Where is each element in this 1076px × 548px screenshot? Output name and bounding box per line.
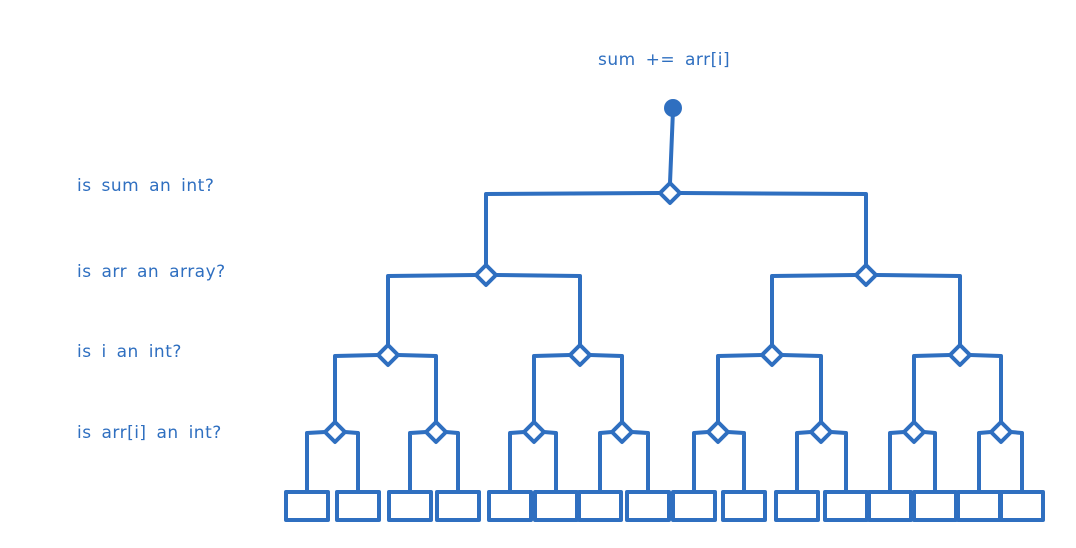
leaf-box (999, 490, 1045, 522)
decision-diamond (948, 343, 972, 367)
leaf-box (671, 490, 717, 522)
right-branch (968, 353, 1003, 424)
right-branch (630, 430, 650, 494)
decision-diamond (424, 420, 448, 444)
leaf-box (577, 490, 623, 522)
left-branch (598, 430, 614, 494)
leaf-box (823, 490, 869, 522)
left-branch (408, 430, 428, 494)
decision-diamond (760, 343, 784, 367)
leaf-box (867, 490, 913, 522)
decision-diamond (989, 420, 1013, 444)
left-branch (888, 430, 906, 494)
decision-diamond (809, 420, 833, 444)
decision-diamond (323, 420, 347, 444)
leaf-box (912, 490, 958, 522)
right-branch (396, 353, 438, 424)
level-1-question: is sum an int? (77, 176, 215, 196)
leaf-box (487, 490, 533, 522)
decision-diamond (568, 343, 592, 367)
decision-diamond (706, 420, 730, 444)
decision-diamond (854, 263, 878, 287)
left-branch (692, 430, 710, 494)
level-4-question: is arr[i] an int? (77, 423, 222, 443)
leaf-box (625, 490, 671, 522)
left-branch (977, 430, 993, 494)
decision-diamond (522, 420, 546, 444)
decision-diamond (474, 263, 498, 287)
left-branch (484, 191, 662, 267)
decision-diamond (376, 343, 400, 367)
right-branch (494, 273, 582, 347)
leaf-box (721, 490, 767, 522)
leaf-box (774, 490, 820, 522)
right-branch (542, 430, 558, 494)
decision-diamond (902, 420, 926, 444)
right-branch (678, 191, 868, 267)
decision-diamond (658, 181, 682, 205)
left-branch (912, 353, 952, 424)
left-branch (795, 430, 813, 494)
right-branch (444, 430, 460, 494)
left-branch (508, 430, 526, 494)
root-stem (668, 108, 675, 185)
root-expression: sum += arr[i] (598, 50, 731, 70)
leaf-box (435, 490, 481, 522)
left-branch (770, 273, 858, 347)
right-branch (343, 430, 360, 494)
left-branch (716, 353, 764, 424)
left-branch (305, 430, 327, 494)
leaf-box (956, 490, 1002, 522)
leaf-box (533, 490, 579, 522)
right-branch (922, 430, 937, 494)
decision-diamond (610, 420, 634, 444)
leaf-box (387, 490, 433, 522)
leaf-box (284, 490, 330, 522)
left-branch (333, 353, 380, 424)
left-branch (532, 353, 572, 424)
right-branch (780, 353, 823, 424)
level-2-question: is arr an array? (77, 262, 226, 282)
root-dot (664, 99, 682, 117)
right-branch (726, 430, 746, 494)
right-branch (588, 353, 624, 424)
right-branch (1009, 430, 1024, 494)
right-branch (874, 273, 962, 347)
right-branch (829, 430, 848, 494)
level-3-question: is i an int? (77, 342, 182, 362)
leaf-box (335, 490, 381, 522)
left-branch (386, 273, 478, 347)
